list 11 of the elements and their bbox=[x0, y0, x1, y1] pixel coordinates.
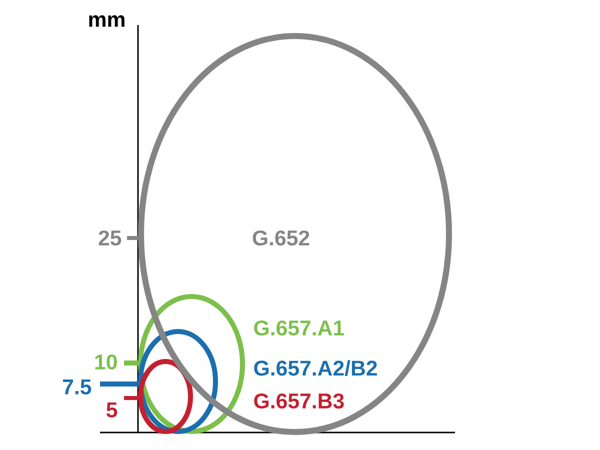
circle bbox=[138, 329, 218, 434]
circle bbox=[138, 359, 193, 434]
circle-label: G.657.A2/B2 bbox=[254, 360, 377, 376]
tick-label: 10 bbox=[95, 354, 117, 370]
tick-label: 5 bbox=[106, 402, 118, 418]
tick-label: 7.5 bbox=[63, 380, 92, 394]
tick-label: 25 bbox=[98, 230, 122, 246]
circle bbox=[138, 294, 245, 434]
axis-label: mm bbox=[89, 15, 124, 27]
circle-label: G.657.B3 bbox=[254, 393, 344, 409]
circle-label: G.657.A1 bbox=[254, 320, 344, 336]
